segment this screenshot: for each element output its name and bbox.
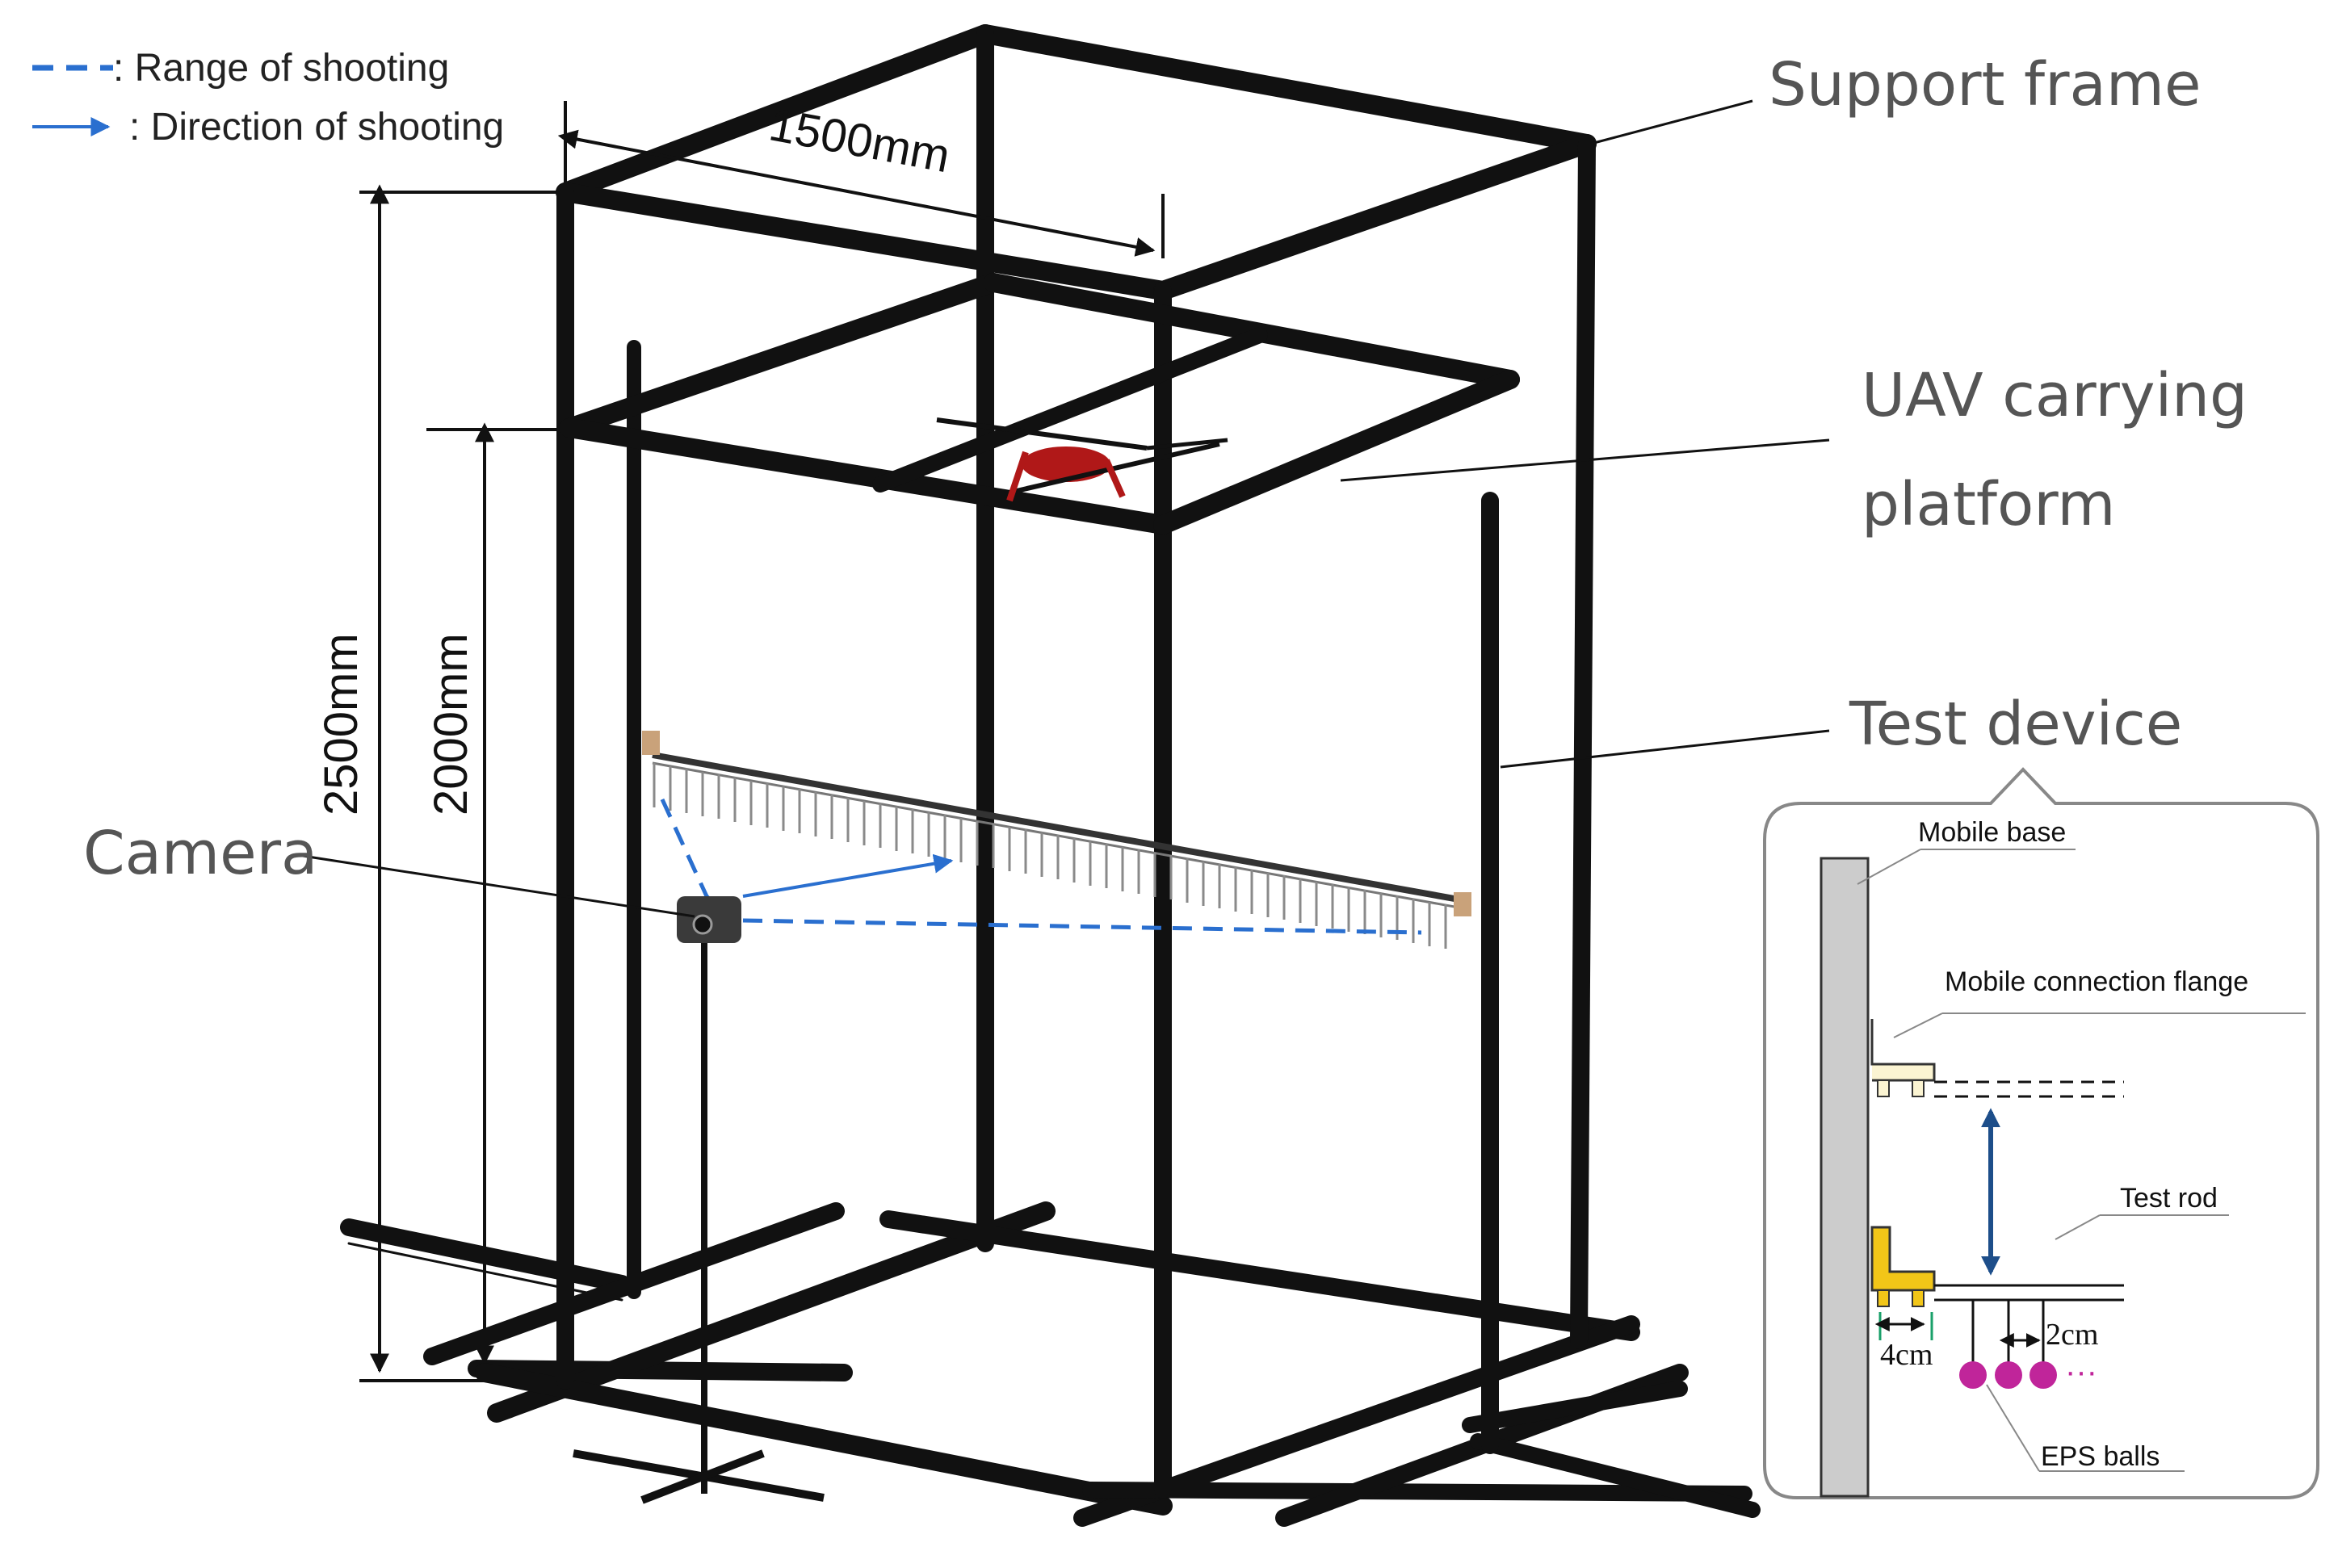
gap-4cm-label: 4cm [1880, 1338, 1933, 1372]
legend-range-label: : Range of shooting [113, 47, 449, 90]
camera-icon [573, 896, 825, 1504]
eps-balls-label: EPS balls [2041, 1441, 2160, 1472]
camera-label: Camera [83, 819, 317, 888]
lower-flange [1870, 1226, 1936, 1307]
gap-2cm-label: 2cm [2046, 1318, 2098, 1352]
callouts: Support frame UAV carrying platform Test… [83, 50, 2248, 918]
eps-ball [1995, 1361, 2022, 1389]
uav-platform [560, 273, 1520, 535]
support-frame-label: Support frame [1769, 50, 2202, 119]
mobile-base-label: Mobile base [1918, 817, 2066, 848]
support-frame [556, 24, 1597, 1499]
dimension-height-outer: 2500mm [315, 184, 565, 1382]
test-device-label: Test device [1849, 690, 2182, 759]
balls-ellipsis: ··· [2065, 1354, 2097, 1390]
test-rod-label: Test rod [2120, 1183, 2218, 1214]
shooting-direction-arrow [742, 853, 954, 898]
height-outer-label: 2500mm [315, 633, 367, 815]
height-inner-label: 2000mm [425, 633, 477, 815]
test-device-bar [642, 731, 1471, 949]
uav-platform-label-line1: UAV carrying [1862, 361, 2248, 430]
inset-panel: Mobile base Mobile connection flange Tes… [1763, 767, 2319, 1499]
flange-label: Mobile connection flange [1945, 966, 2248, 997]
width-label: 1500mm [765, 98, 954, 182]
uav-platform-label-line2: platform [1862, 470, 2115, 539]
uav-icon [936, 417, 1228, 502]
mobile-base-column [1820, 857, 1870, 1498]
test-rod [1934, 1284, 2124, 1302]
upper-flange [1870, 1019, 2124, 1098]
eps-balls [1959, 1361, 2057, 1389]
dimension-height-inner: 2000mm [425, 422, 569, 1374]
eps-ball [1959, 1361, 1987, 1389]
legend-direction-label: : Direction of shooting [129, 106, 504, 149]
legend: : Range of shooting : Direction of shoot… [32, 47, 504, 149]
eps-ball [2029, 1361, 2057, 1389]
